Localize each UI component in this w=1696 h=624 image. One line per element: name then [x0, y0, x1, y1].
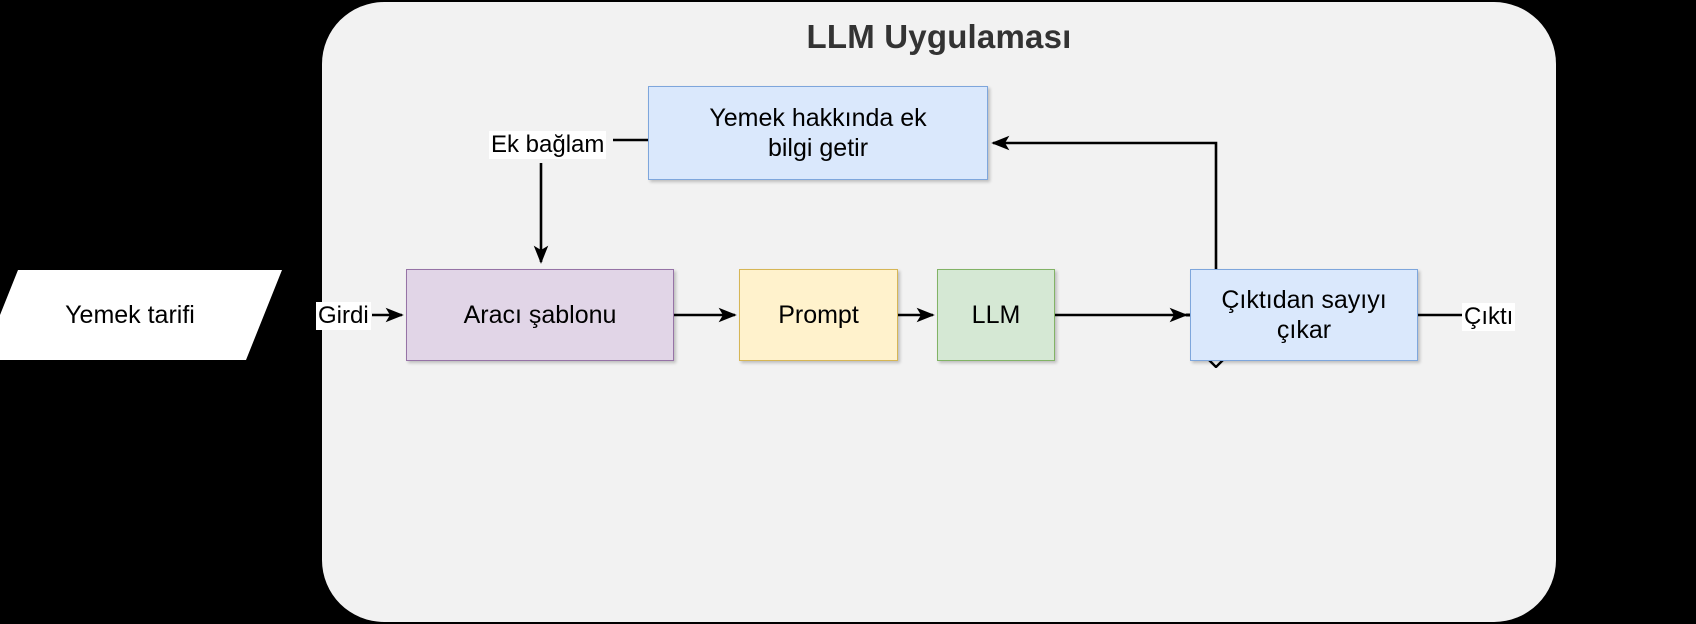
node-template-label: Aracı şablonu [463, 300, 617, 329]
node-retrieve-label: Yemek hakkında ek bilgi getir [709, 103, 927, 163]
node-input-label: Yemek tarifi [65, 300, 195, 329]
node-input-recipe[interactable]: Yemek tarifi [0, 270, 282, 360]
edge-label-girdi: Girdi [316, 302, 371, 330]
node-extract-number[interactable]: Çıktıdan sayıyı çıkar [1190, 269, 1418, 361]
node-prompt[interactable]: Prompt [739, 269, 898, 361]
node-llm-label: LLM [971, 300, 1021, 329]
edge-label-cikti: Çıktı [1462, 303, 1516, 331]
node-retrieve-info[interactable]: Yemek hakkında ek bilgi getir [648, 86, 988, 180]
edge-label-ek-baglam: Ek bağlam [489, 131, 607, 159]
page-title: LLM Uygulaması [806, 18, 1072, 55]
node-prompt-label: Prompt [778, 300, 859, 329]
node-llm[interactable]: LLM [937, 269, 1055, 361]
node-agent-template[interactable]: Aracı şablonu [406, 269, 674, 361]
node-extract-label: Çıktıdan sayıyı çıkar [1221, 285, 1387, 345]
